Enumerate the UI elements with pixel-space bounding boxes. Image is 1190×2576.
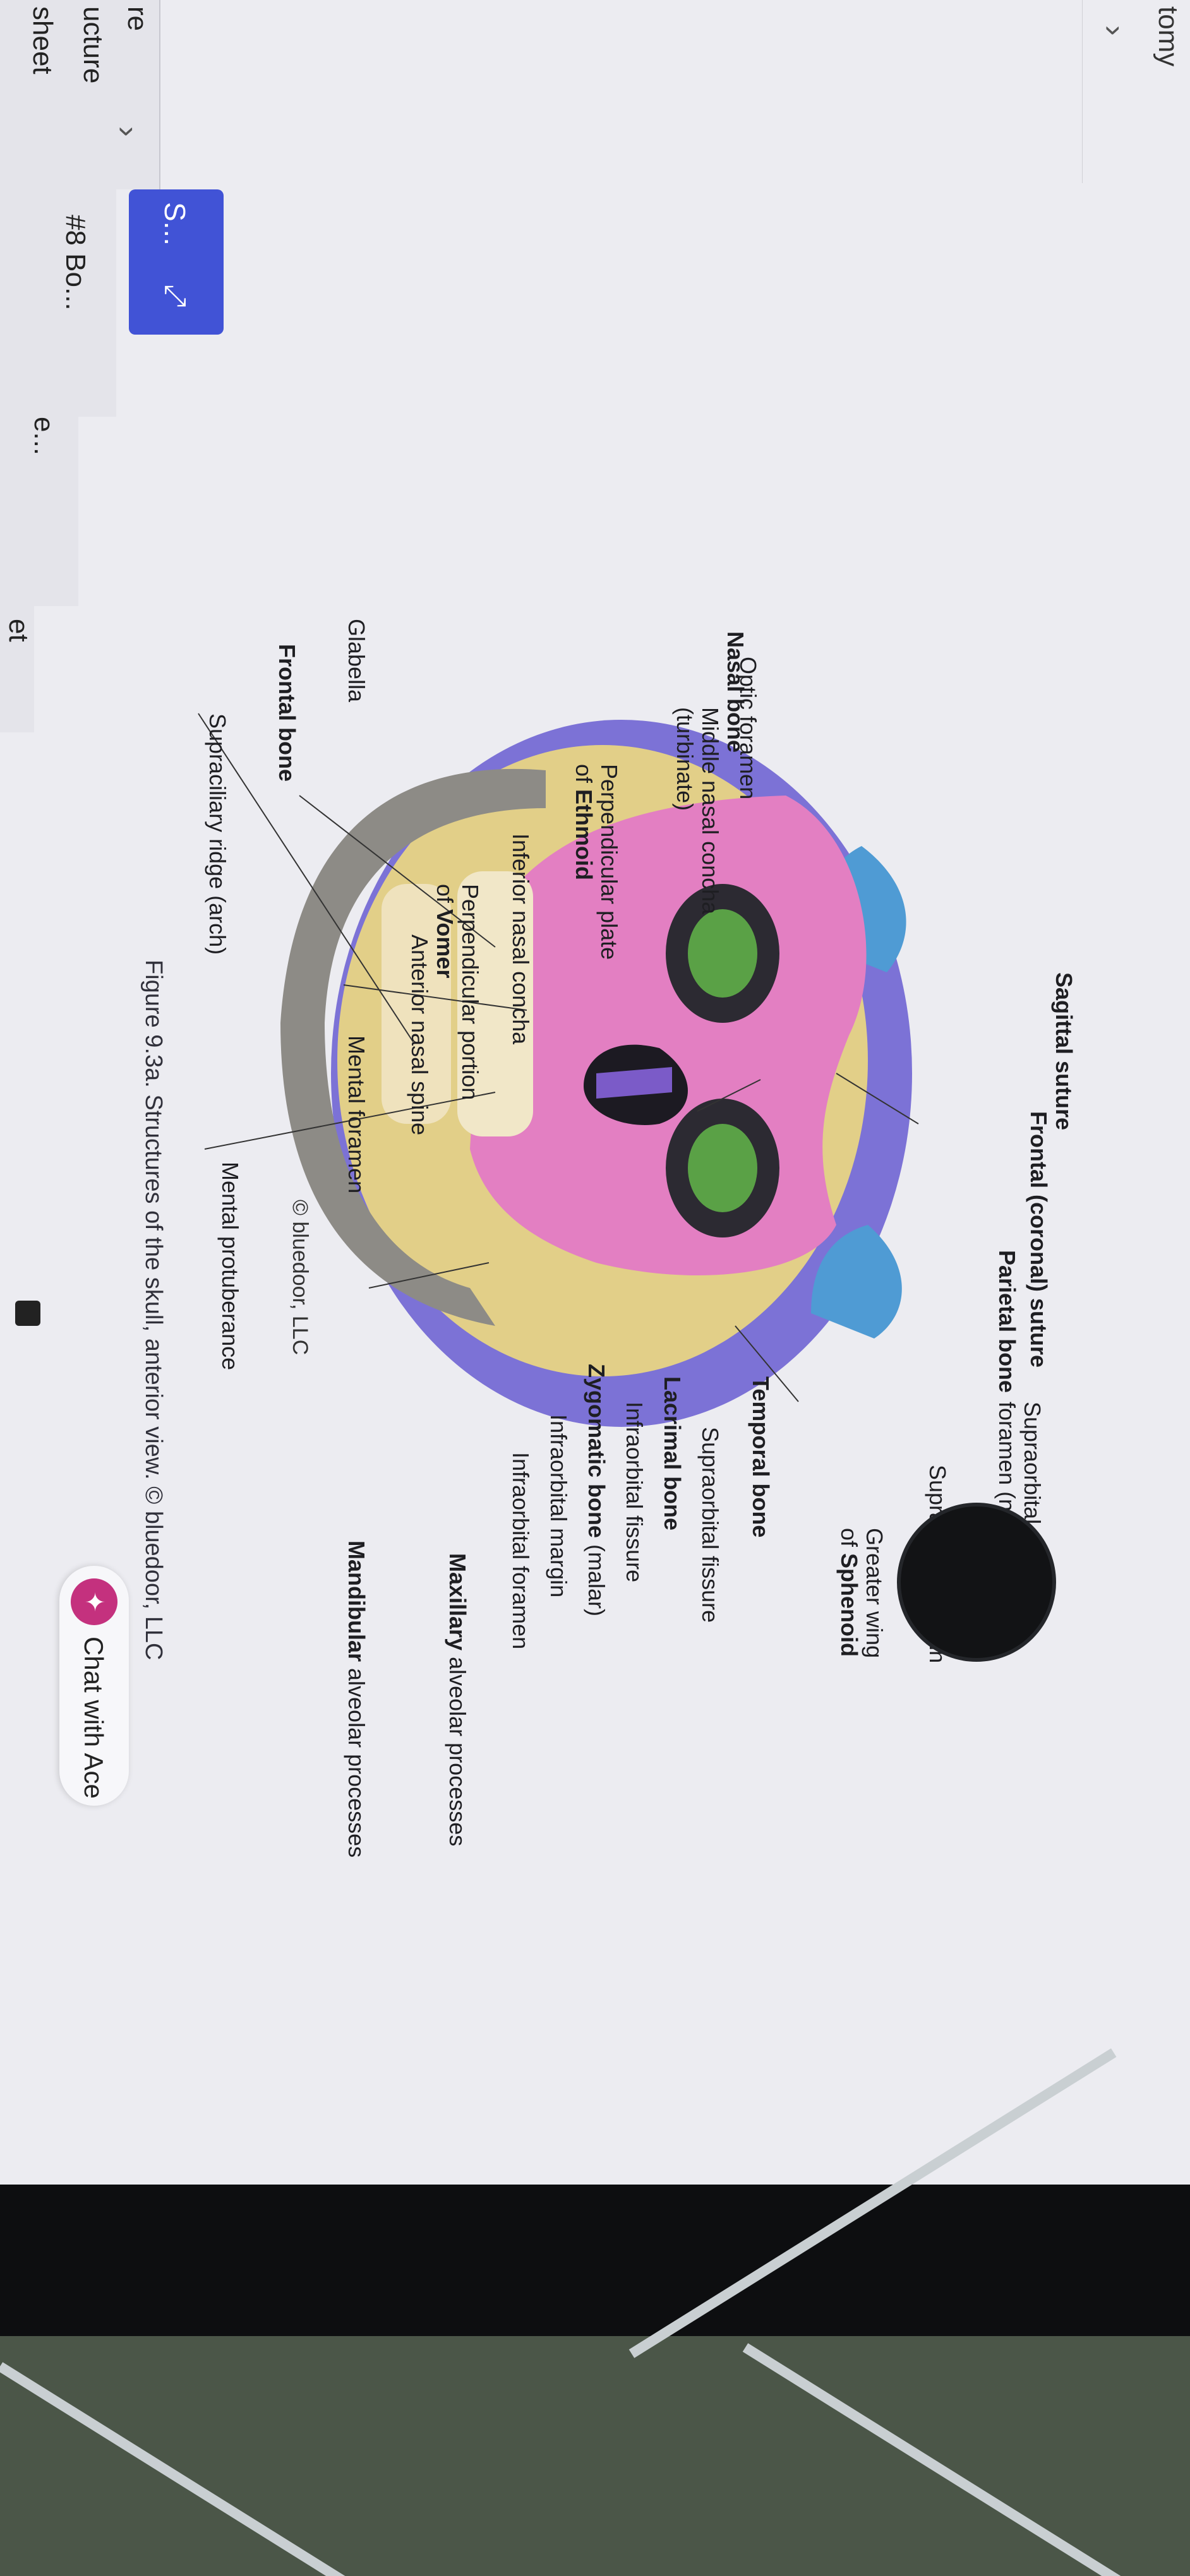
figure-copyright: © bluedoor, LLC: [288, 1200, 312, 1356]
label-lacrimal-bone: Lacrimal bone: [659, 1376, 685, 1531]
sphenoid-region-bottom: [811, 1225, 902, 1339]
floor-background: [0, 2048, 1190, 2576]
label-mental-protuberance: Mental protuberance: [217, 1162, 243, 1371]
label-maxillary-alveolar: Maxillary alveolar processes: [445, 1553, 471, 1847]
right-orbit-inner: [688, 1124, 757, 1212]
label-mental-foramen: Mental foramen: [344, 1035, 370, 1194]
chat-with-ace-button[interactable]: ✦ Chat with Ace: [59, 1566, 129, 1806]
mandible: [280, 768, 546, 1326]
camera-lens: [897, 1503, 1056, 1662]
label-infraorbital-margin: Infraorbital margin: [546, 1414, 572, 1598]
figure-caption: Figure 9.3a. Structures of the skull, an…: [140, 960, 167, 1661]
chat-label: Chat with Ace: [79, 1637, 109, 1799]
label-infraorbital-fissure: Infraorbital fissure: [622, 1402, 647, 1583]
label-anterior-nasal-spine: Anterior nasal spine: [407, 934, 433, 1136]
floor-pattern-line: [742, 2343, 1134, 2576]
label-optic-foramen: Optic foramen: [735, 657, 761, 800]
left-orbit-inner: [688, 909, 757, 998]
label-greater-wing: Greater wing of Sphenoid: [836, 1528, 887, 1659]
bookmark-icon[interactable]: [15, 1301, 40, 1326]
upper-teeth: [457, 871, 533, 1136]
label-zygomatic-bone: Zygomatic bone (malar): [584, 1364, 610, 1617]
skull-illustration: [198, 713, 919, 1427]
vomer: [596, 1067, 672, 1099]
label-inferior-nasal-concha: Inferior nasal concha: [508, 833, 534, 1045]
label-mandibular-alveolar: Mandibular alveolar processes: [344, 1541, 370, 1858]
label-perpendicular-plate: Perpendicular plate of Ethmoid: [571, 764, 622, 960]
label-parietal-bone: Parietal bone: [994, 1250, 1020, 1393]
label-middle-nasal-concha: Middle nasal concha (turbinate): [672, 707, 723, 915]
leader-lines: [198, 713, 919, 1402]
sparkle-icon: ✦: [71, 1578, 117, 1625]
label-infraorbital-foramen: Infraorbital foramen: [508, 1452, 534, 1650]
label-frontal-bone: Frontal bone: [274, 644, 300, 782]
label-supraciliary-ridge: Supraciliary ridge (arch): [205, 713, 231, 955]
label-frontal-coronal-suture: Frontal (coronal) suture: [1026, 1111, 1052, 1368]
label-perpendicular-portion: Perpendicular portion of Vomer: [432, 884, 483, 1100]
label-glabella: Glabella: [344, 619, 370, 703]
floor-pattern-line: [0, 2362, 485, 2576]
lower-teeth: [382, 884, 451, 1124]
label-temporal-bone: Temporal bone: [748, 1376, 774, 1538]
label-supraorbital-fissure: Supraorbital fissure: [697, 1427, 723, 1623]
textbook-page: tomy › re › ucture sheet #8 Bo... S... ⤢…: [0, 0, 1190, 2185]
label-sagittal-suture: Sagittal suture: [1051, 972, 1077, 1131]
